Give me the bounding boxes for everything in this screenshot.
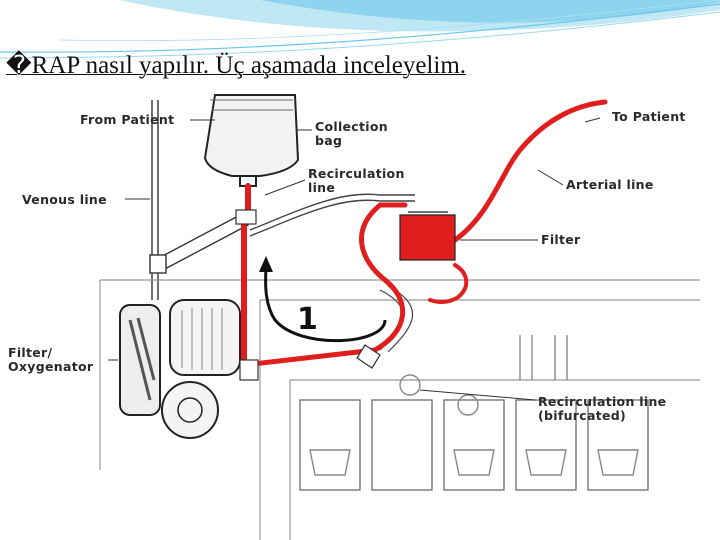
recirculation-line-tube-inner	[249, 199, 415, 237]
flow-arrow-head	[259, 256, 273, 272]
wave-band-2	[260, 0, 720, 23]
red-line-arterial	[452, 99, 608, 243]
collection-bag-hatching	[210, 99, 293, 111]
wave-line-2	[0, 11, 720, 59]
red-line-filter-return	[428, 263, 469, 304]
label-filter-oxygenator: Filter/ Oxygenator	[8, 345, 94, 374]
label-recirculation-bifurcated: Recirculation line (bifurcated)	[538, 394, 667, 423]
machine-panel-5	[587, 399, 649, 491]
machine-display-1	[309, 449, 351, 476]
machine-display-2	[453, 449, 495, 476]
leader-to-patient	[584, 117, 601, 123]
flow-arrow-loop	[264, 267, 387, 343]
machine-outline	[99, 279, 700, 540]
filter-red-block	[399, 214, 456, 261]
red-line-bottom	[241, 347, 378, 368]
machine-display-3	[525, 449, 567, 476]
oxygenator-body	[169, 299, 241, 376]
pump-wheel	[161, 381, 219, 439]
wave-line-3	[59, 0, 720, 42]
header-wave-decoration	[0, 0, 720, 59]
venous-connector	[153, 214, 250, 271]
label-recirculation-line: Recirculation line	[308, 166, 405, 195]
step-number: 1	[297, 302, 318, 337]
wave-line-1	[0, 3, 720, 53]
machine-panel-1	[299, 399, 361, 491]
drop-chambers	[519, 335, 568, 380]
slide-title: �RAP nasıl yapılır. Üç aşamada inceleyel…	[6, 52, 467, 79]
machine-panel-3	[443, 399, 505, 491]
pump-hub	[177, 397, 203, 423]
junction-right-connector	[356, 344, 381, 369]
pump-right-2	[457, 394, 479, 416]
machine-panel-2	[371, 399, 433, 491]
red-line-to-filter	[359, 202, 408, 353]
filter-cartridge-shading	[128, 317, 156, 401]
recirculation-line-tube	[249, 193, 415, 231]
junction-top	[235, 209, 257, 225]
label-arterial-line: Arterial line	[566, 177, 654, 192]
junction-bottom	[239, 359, 259, 381]
leader-recirculation-line	[264, 179, 306, 196]
label-to-patient: To Patient	[612, 109, 686, 124]
pump-right-1	[399, 374, 421, 396]
collection-bag	[203, 94, 300, 177]
leader-arterial-line	[537, 169, 564, 186]
label-from-patient: From Patient	[80, 112, 175, 127]
oxygenator-ribs	[181, 308, 223, 370]
machine-panel-4	[515, 399, 577, 491]
machine-display-4	[597, 449, 639, 476]
label-filter: Filter	[541, 232, 581, 247]
label-collection-bag: Collection bag	[315, 119, 388, 148]
leader-recirculation-bifurcated	[419, 389, 536, 401]
label-venous-line: Venous line	[22, 192, 107, 207]
venous-junction	[149, 254, 167, 274]
